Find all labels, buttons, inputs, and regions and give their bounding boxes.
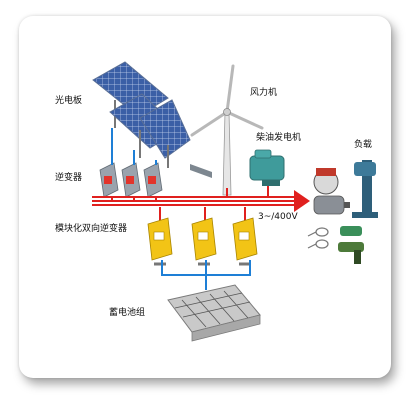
load-drill-press <box>352 160 378 218</box>
wind-turbine-label: 风力机 <box>250 88 278 98</box>
inverter-label: 逆变器 <box>55 173 83 183</box>
bidirectional-inverter-3 <box>232 217 258 266</box>
loads <box>307 160 378 264</box>
voltage-label: 3~/400V <box>258 212 298 222</box>
load-sander <box>340 226 362 236</box>
inverters <box>99 162 163 198</box>
load-hand-drill <box>338 242 364 264</box>
bidirectional-inverters <box>147 217 258 266</box>
battery-bank-label: 蓄电池组 <box>109 308 146 318</box>
load-label: 负载 <box>354 140 373 150</box>
bidirectional-inverter-1 <box>147 217 173 266</box>
wind-turbine <box>190 64 264 196</box>
diesel-generator-label: 柴油发电机 <box>256 133 302 143</box>
solar-panel-array <box>92 61 191 168</box>
bidirectional-inverter-2 <box>191 217 217 266</box>
diesel-generator <box>249 149 285 186</box>
dc-bus-battery <box>161 260 251 290</box>
battery-bank <box>167 284 261 342</box>
bidirectional-inverter-label: 模块化双向逆变器 <box>55 224 128 234</box>
solar-panel-3 <box>139 99 191 168</box>
load-motor <box>313 195 350 215</box>
dc-links-solar <box>111 128 157 165</box>
load-circular-saw <box>313 168 339 195</box>
inverter-3 <box>143 162 163 198</box>
load-lamps <box>307 227 329 249</box>
ac-bus-arrow <box>92 190 310 212</box>
solar-panel-label: 光电板 <box>55 96 83 106</box>
inverter-2 <box>121 162 141 198</box>
inverter-1 <box>99 162 119 198</box>
